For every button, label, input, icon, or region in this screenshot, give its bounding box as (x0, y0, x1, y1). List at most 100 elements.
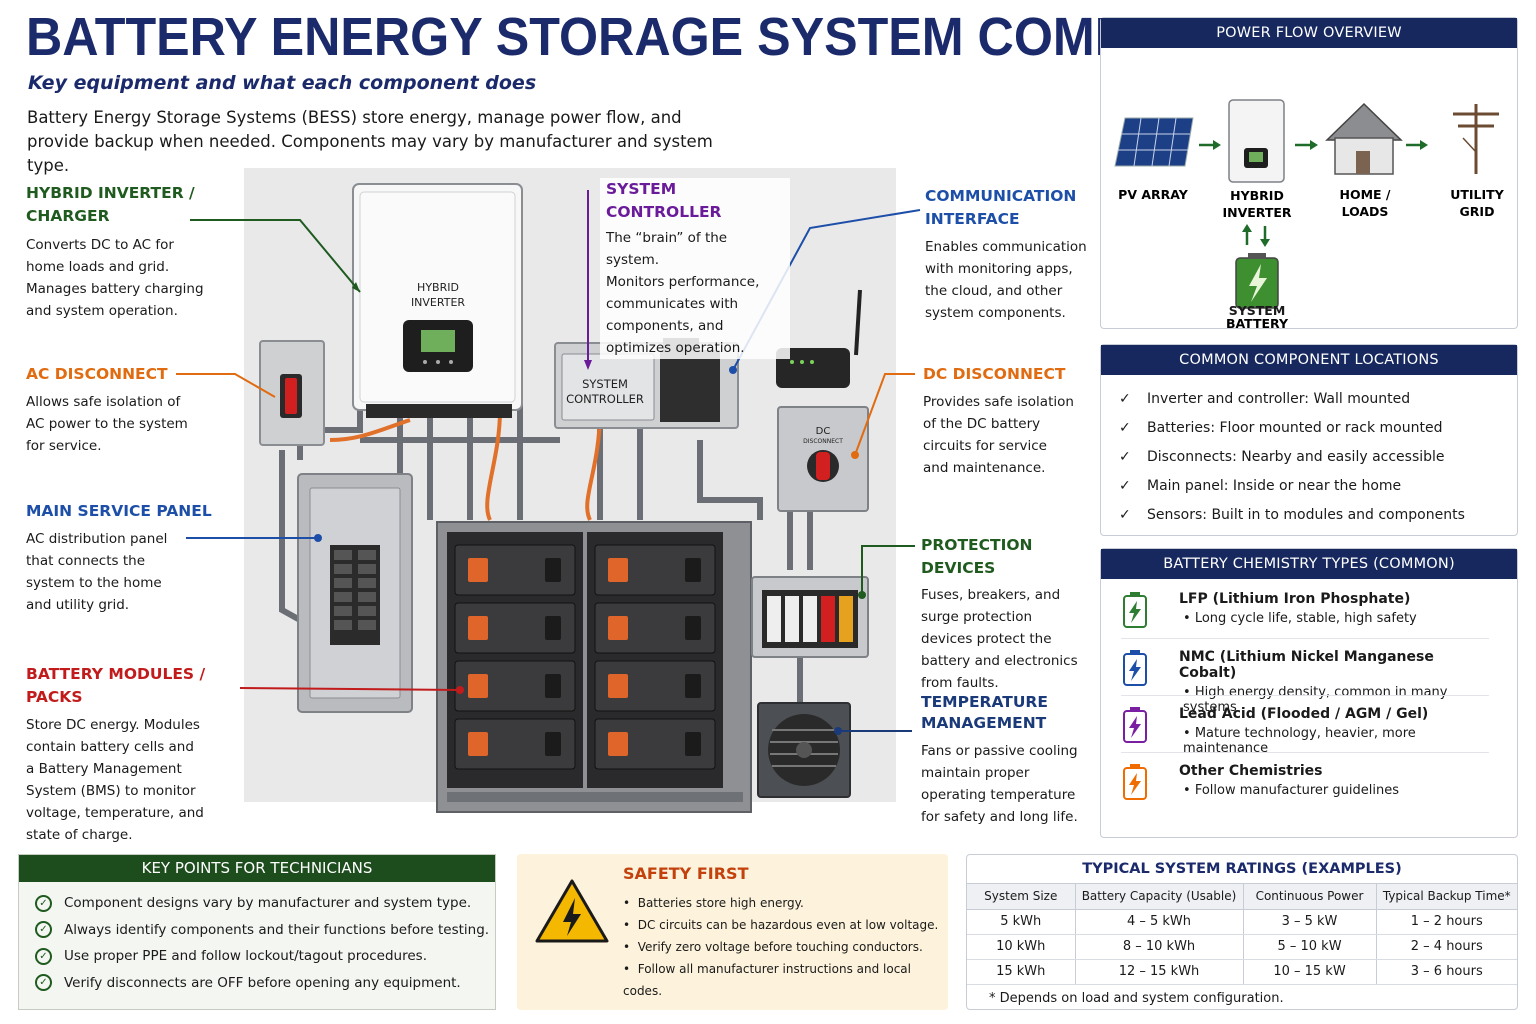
chemistry-item: NMC (Lithium Nickel Manganese Cobalt) • … (1121, 649, 1491, 715)
terminals (545, 558, 701, 756)
leader-lines (176, 190, 921, 732)
panel-header: KEY POINTS FOR TECHNICIANS (19, 855, 495, 882)
locations-list: ✓ Inverter and controller: Wall mounted ✓… (1101, 375, 1517, 530)
ratings-panel: TYPICAL SYSTEM RATINGS (EXAMPLES) System… (966, 854, 1518, 1010)
battery-icon-orange (1123, 764, 1147, 800)
callout-title: PROTECTION DEVICES (921, 536, 1033, 577)
list-item: ✓ Inverter and controller: Wall mounted (1119, 385, 1517, 414)
inverter-label-2: INVERTER (411, 296, 465, 309)
list-item-text: Main panel: Inside or near the home (1147, 478, 1402, 494)
callout-title: INTERFACE (925, 210, 1020, 228)
bms-modules (468, 558, 628, 756)
table-cell: 3 – 6 hours (1376, 959, 1517, 985)
callout-title: COMMUNICATION (925, 187, 1077, 205)
desc-line: Allows safe isolation of (26, 394, 181, 410)
callout-title: BATTERY MODULES / PACKS (26, 665, 206, 706)
list-item: • Batteries store high energy. (623, 896, 804, 910)
table-row: 15 kWh 12 – 15 kWh 10 – 15 kW 3 – 6 hour… (967, 959, 1517, 985)
chem-name: Lead Acid (Flooded / AGM / Gel) (1179, 706, 1429, 722)
desc-line: AC power to the system (26, 416, 188, 432)
cooling-fan (757, 702, 851, 798)
dc-label-1: DC (816, 426, 831, 437)
list-item-text: Inverter and controller: Wall mounted (1147, 391, 1411, 407)
callout-desc: Converts DC to AC for home loads and gri… (26, 234, 226, 322)
panel-header: COMMON COMPONENT LOCATIONS (1101, 345, 1517, 375)
column-header: Continuous Power (1243, 884, 1377, 910)
desc-line: the cloud, and other (925, 283, 1063, 299)
desc-line: Fans or passive cooling (921, 743, 1078, 759)
intro-line: Battery Energy Storage Systems (BESS) st… (27, 108, 682, 127)
column-header: Battery Capacity (Usable) (1075, 884, 1244, 910)
chemistry-item: LFP (Lithium Iron Phosphate) • Long cycl… (1121, 591, 1491, 628)
table-cell: 12 – 15 kWh (1075, 959, 1244, 985)
locations-panel: COMMON COMPONENT LOCATIONS ✓ Inverter and… (1100, 344, 1518, 536)
callout-title: MAIN SERVICE PANEL (26, 502, 212, 520)
check-icon: ✓ (1119, 420, 1131, 436)
chem-bullet: High energy density, common in many syst… (1183, 685, 1448, 715)
list-item: ✓ Always identify components and their fu… (35, 917, 495, 944)
list-item: • DC circuits can be hazardous even at l… (623, 918, 939, 932)
check-icon: ✓ (1119, 478, 1131, 494)
desc-line: system to the home (26, 575, 162, 591)
list-item-text: Batteries: Floor mounted or rack mounted (1147, 420, 1443, 436)
system-controller: SYSTEM CONTROLLER (554, 338, 739, 429)
intro-line: provide backup when needed. Components m… (27, 132, 713, 175)
table-cell: 2 – 4 hours (1376, 934, 1517, 960)
pv-label: PV ARRAY (1118, 187, 1189, 202)
list-item-text: Always identify components and their fun… (64, 921, 490, 938)
list-item-text: Verify zero voltage before touching cond… (637, 940, 923, 954)
safety-title: SAFETY FIRST (623, 864, 749, 883)
desc-line: and system operation. (26, 303, 178, 319)
callout-desc: Fuses, breakers, and surge protection de… (921, 584, 1091, 694)
callout-title: CHARGER (26, 207, 110, 225)
callout-dc-disconnect: DC DISCONNECT Provides safe isolation of… (923, 363, 1093, 479)
chem-bullet: Follow manufacturer guidelines (1194, 783, 1399, 798)
ratings-footnote: * Depends on load and system configurati… (989, 990, 1284, 1006)
ratings-table: System Size Battery Capacity (Usable) Co… (967, 884, 1517, 985)
table-cell: 8 – 10 kWh (1075, 934, 1244, 960)
callout-ac-disconnect: AC DISCONNECT Allows safe isolation of A… (26, 363, 226, 457)
page-subtitle: Key equipment and what each component do… (28, 72, 537, 94)
desc-line: contain battery cells and (26, 739, 194, 755)
power-flow-diagram: PV ARRAY HYBRID INVERTER HOME / LOADS (1114, 99, 1505, 331)
table-cell: 10 – 15 kW (1243, 959, 1377, 985)
list-item-text: Sensors: Built in to modules and compone… (1147, 507, 1465, 523)
callout-title: DC DISCONNECT (923, 365, 1066, 383)
desc-line: with monitoring apps, (925, 261, 1073, 277)
battery-icon (1235, 253, 1279, 309)
check-icon: ✓ (1119, 449, 1131, 465)
desc-line: System (BMS) to monitor (26, 783, 196, 799)
callout-desc: Provides safe isolation of the DC batter… (923, 391, 1093, 479)
desc-line: surge protection (921, 609, 1033, 625)
check-icon: ✓ (1119, 391, 1131, 407)
chem-name: Other Chemistries (1179, 763, 1323, 779)
battery-icon-blue (1123, 650, 1147, 686)
chem-desc: • Follow manufacturer guidelines (1183, 783, 1399, 798)
dc-label-2: DISCONNECT (803, 438, 843, 445)
desc-line: Converts DC to AC for (26, 237, 174, 253)
check-circle-icon: ✓ (35, 921, 52, 938)
check-circle-icon: ✓ (35, 947, 52, 965)
table-row: 5 kWh 4 – 5 kWh 3 – 5 kW 1 – 2 hours (967, 909, 1517, 935)
ac-disconnect (259, 340, 325, 446)
list-item: ✓Disconnects: Nearby and easily accessib… (1119, 443, 1517, 472)
intro-text: Battery Energy Storage Systems (BESS) st… (27, 106, 747, 178)
utility-pole-icon (1453, 104, 1499, 174)
desc-line: communicates with (606, 296, 739, 312)
home-icon (1325, 102, 1403, 175)
flow-arrows (1199, 140, 1428, 247)
callout-desc: Fans or passive cooling maintain proper … (921, 740, 1091, 828)
list-item-text: DC circuits can be hazardous even at low… (637, 918, 939, 932)
desc-line: for safety and long life. (921, 809, 1078, 825)
battery-icon-purple (1123, 707, 1147, 743)
callout-desc: Allows safe isolation of AC power to the… (26, 391, 226, 457)
table-header-row: System Size Battery Capacity (Usable) Co… (967, 884, 1517, 910)
table-cell: 10 kWh (967, 934, 1076, 960)
list-item-text: Follow all manufacturer instructions and… (623, 962, 911, 998)
callout-system-controller: SYSTEM CONTROLLER The “brain” of the sys… (600, 178, 790, 359)
callout-title: MANAGEMENT (921, 714, 1047, 732)
desc-line: from faults. (921, 675, 999, 691)
desc-line: circuits for service (923, 438, 1047, 454)
callout-title: SYSTEM CONTROLLER (606, 180, 722, 221)
battery-icon-green (1123, 592, 1147, 628)
